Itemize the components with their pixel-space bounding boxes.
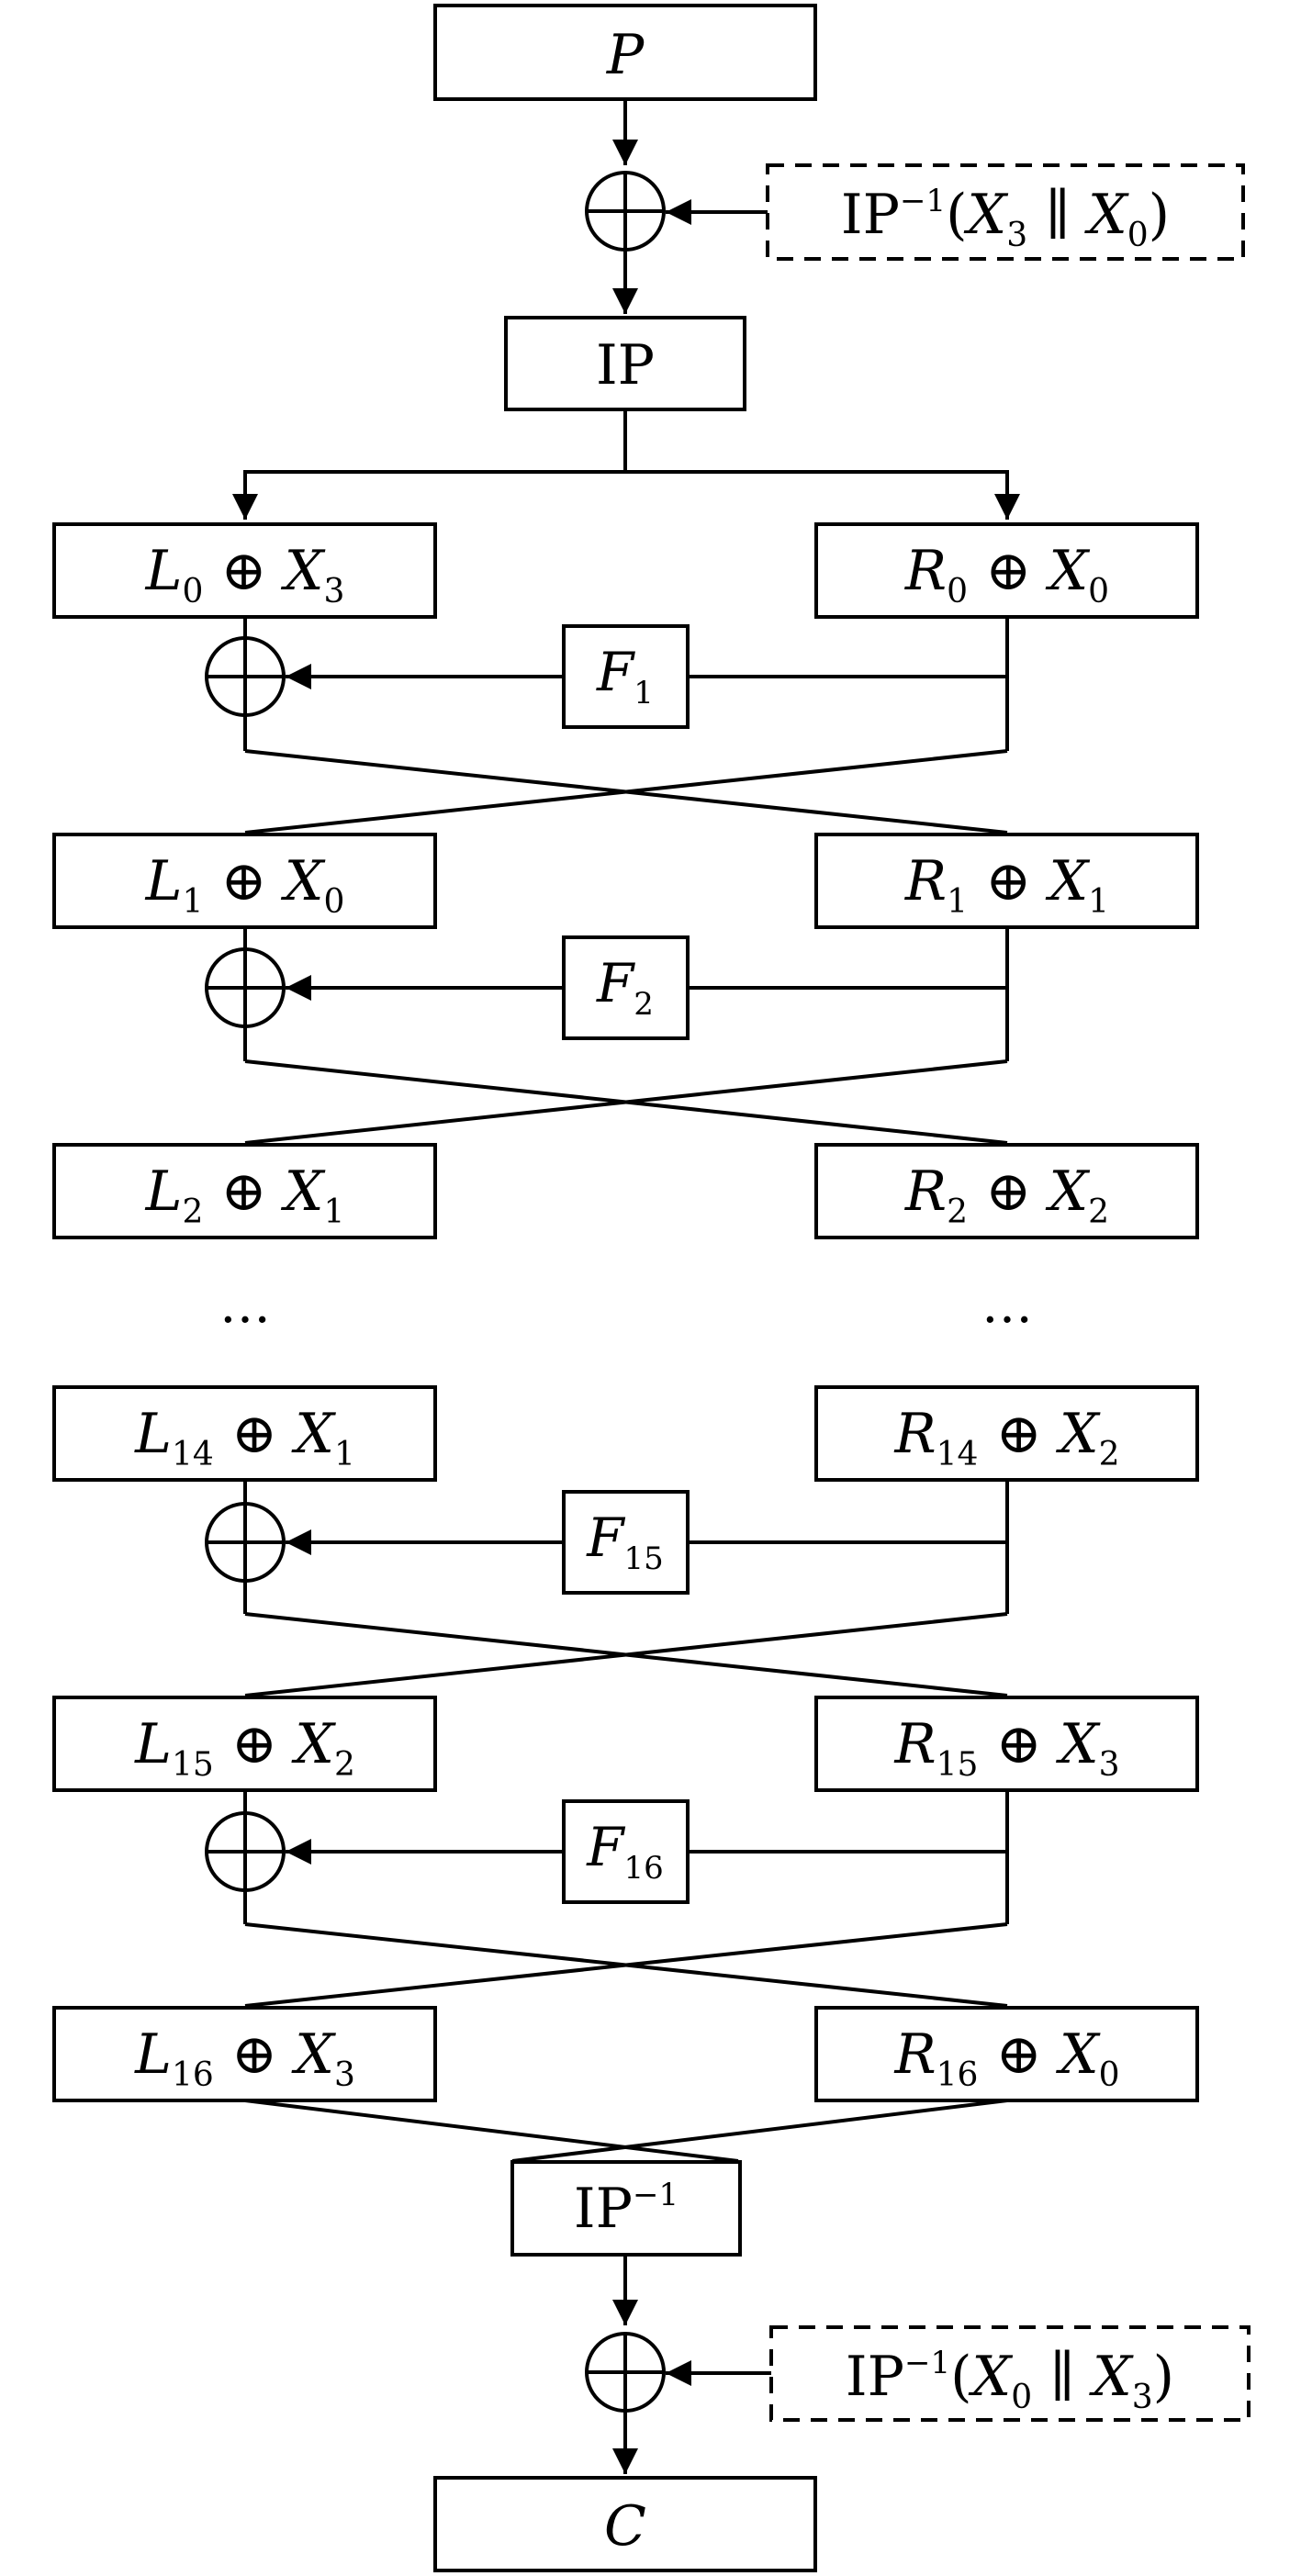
ip-inverse-box (510, 2160, 742, 2257)
round15-xor (205, 1502, 286, 1583)
r2-box (814, 1143, 1199, 1239)
r14-box (814, 1385, 1199, 1482)
round15-cross-b (244, 1612, 1008, 1697)
f2-box (562, 935, 690, 1040)
plaintext-box (433, 4, 817, 101)
left-ellipsis: … (219, 1275, 271, 1335)
r16-label: R16 ⊕ X0 (893, 2022, 1119, 2094)
l15-label: L15 ⊕ X2 (134, 1712, 355, 1784)
ciphertext-label: C (604, 2494, 646, 2559)
r14-label: R14 ⊕ X2 (893, 1402, 1119, 1473)
r16-box (814, 2006, 1199, 2102)
round2-xor (205, 947, 286, 1028)
ip-label: IP (596, 333, 655, 398)
l0-label: L0 ⊕ X3 (145, 539, 345, 610)
f2-label: F2 (596, 952, 654, 1023)
input-whitening-key-box (766, 163, 1245, 261)
f15-label: F15 (586, 1506, 664, 1577)
final-swap-b (511, 2099, 1008, 2163)
f1-label: F1 (596, 641, 654, 711)
round2-cross-b (244, 1059, 1008, 1145)
plaintext-label: P (606, 23, 645, 87)
r1-label: R1 ⊕ X1 (904, 849, 1109, 921)
l1-label: L1 ⊕ X0 (145, 849, 345, 921)
l14-box (52, 1385, 437, 1482)
f16-box (562, 1799, 690, 1904)
output-whitening-xor (585, 2332, 666, 2413)
l2-label: L2 ⊕ X1 (145, 1159, 345, 1231)
f16-label: F16 (586, 1816, 664, 1887)
input-whitening-xor (585, 171, 666, 252)
final-swap-a (244, 2099, 739, 2163)
output-whitening-key-box (769, 2325, 1251, 2422)
l2-box (52, 1143, 437, 1239)
ip-box (504, 316, 746, 411)
round16-cross-b (244, 1922, 1008, 2008)
output-whitening-key-label: IP−1(X0 ∥ X3) (846, 2345, 1174, 2416)
l14-label: L14 ⊕ X1 (134, 1402, 355, 1473)
l16-label: L16 ⊕ X3 (134, 2022, 355, 2094)
ciphertext-box (433, 2476, 817, 2572)
r2-label: R2 ⊕ X2 (904, 1159, 1109, 1231)
round1-cross-b (244, 749, 1008, 834)
input-whitening-key-label: IP−1(X3 ∥ X0) (841, 183, 1170, 254)
r0-label: R0 ⊕ X0 (904, 539, 1109, 610)
r15-box (814, 1696, 1199, 1792)
ip-split-wire (245, 409, 627, 474)
round1-xor (205, 636, 286, 717)
r15-label: R15 ⊕ X3 (893, 1712, 1119, 1784)
f1-box (562, 624, 690, 729)
r0-box (814, 522, 1199, 619)
l1-box (52, 833, 437, 929)
ip-inverse-label: IP−1 (574, 2177, 679, 2241)
l16-box (52, 2006, 437, 2102)
round16-xor (205, 1811, 286, 1892)
l0-box (52, 522, 437, 619)
right-ellipsis: … (981, 1275, 1033, 1335)
